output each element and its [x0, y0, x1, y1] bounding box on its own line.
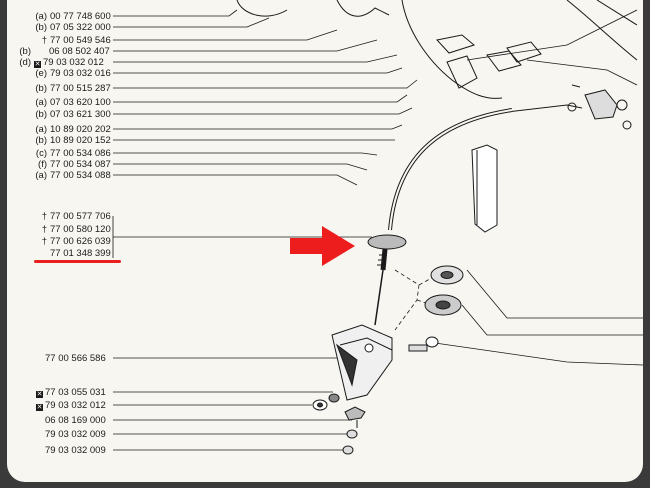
- part-number: 77 00 577 706: [50, 211, 111, 222]
- part-number-row: (e)79 03 032 016: [33, 68, 111, 79]
- part-prefix: (b): [35, 109, 47, 120]
- part-number-row: (b)77 00 515 287: [33, 83, 111, 94]
- x-box-icon: ✕: [34, 61, 41, 68]
- part-number: 77 00 515 287: [50, 83, 111, 94]
- part-number: 77 00 626 039: [50, 236, 111, 247]
- part-number: 07 05 322 000: [50, 22, 111, 33]
- lower-bracket: [331, 324, 439, 401]
- part-number-row: (b)10 89 020 152: [33, 135, 111, 146]
- part-number-row: (d)✕79 03 032 012: [17, 57, 104, 68]
- part-number: 07 03 620 100: [50, 97, 111, 108]
- part-number: 79 03 032 009: [45, 429, 106, 440]
- callout-arrow-icon: [290, 226, 355, 266]
- leader-lines: [112, 9, 643, 451]
- part-number: 79 03 032 016: [50, 68, 111, 79]
- part-number: 77 00 549 546: [50, 35, 111, 46]
- x-box-icon: ✕: [36, 404, 43, 411]
- part-prefix: (f): [38, 159, 47, 170]
- part-prefix: (a): [35, 11, 47, 22]
- part-number: 77 03 055 031: [45, 387, 106, 398]
- part-number-row: 06 08 169 000: [45, 415, 106, 426]
- throttle-linkage: [506, 84, 632, 130]
- part-number-row: (a)77 00 534 088: [33, 170, 111, 181]
- part-prefix: (b): [35, 135, 47, 146]
- exploded-view-drawing: [112, 0, 643, 455]
- part-number: 10 89 020 202: [50, 124, 111, 135]
- part-number-row: (a)00 77 748 600: [33, 11, 111, 22]
- part-prefix: (b): [19, 46, 31, 57]
- part-number: 77 00 534 087: [50, 159, 111, 170]
- part-number-row: (b) 06 08 502 407: [17, 46, 110, 57]
- x-box-icon: ✕: [36, 391, 43, 398]
- part-prefix: †: [41, 224, 47, 235]
- part-number-row: †77 00 577 706: [33, 211, 111, 222]
- part-number: 77 00 580 120: [50, 224, 111, 235]
- part-number-row-highlighted: 77 01 348 399: [33, 248, 111, 259]
- part-number: 07 03 621 300: [50, 109, 111, 120]
- part-number-row: ✕77 03 055 031: [36, 387, 106, 398]
- part-prefix: †: [41, 35, 47, 46]
- part-number-row: (b)07 03 621 300: [33, 109, 111, 120]
- part-prefix: (a): [35, 170, 47, 181]
- rubber-bushes: [424, 265, 464, 316]
- pedal-assembly: [236, 0, 638, 99]
- parts-diagram-page: (a)00 77 748 600 (b)07 05 322 000 †77 00…: [7, 0, 643, 482]
- part-number-row: 77 00 566 586: [45, 353, 106, 364]
- part-prefix: †: [41, 236, 47, 247]
- part-number: 06 08 502 407: [49, 46, 110, 57]
- part-number: 79 03 032 009: [45, 445, 106, 456]
- part-number-row: 79 03 032 009: [45, 445, 106, 456]
- part-number-row: (a)07 03 620 100: [33, 97, 111, 108]
- part-number-row: ✕79 03 032 012: [36, 400, 106, 411]
- part-number: 79 03 032 012: [45, 400, 106, 411]
- part-number-row: (f)77 00 534 087: [33, 159, 111, 170]
- red-underline-highlight: [34, 260, 121, 263]
- part-number-row: †77 00 626 039: [33, 236, 111, 247]
- part-prefix: (b): [35, 83, 47, 94]
- part-number: 77 00 534 086: [50, 148, 111, 159]
- part-prefix: (b): [35, 22, 47, 33]
- part-number-row: (b)07 05 322 000: [33, 22, 111, 33]
- part-prefix: (a): [35, 124, 47, 135]
- part-number-row: 79 03 032 009: [45, 429, 106, 440]
- part-number: 06 08 169 000: [45, 415, 106, 426]
- part-number-row: †77 00 580 120: [33, 224, 111, 235]
- part-number: 77 01 348 399: [50, 248, 111, 259]
- part-prefix: (e): [35, 68, 47, 79]
- part-prefix: (a): [35, 97, 47, 108]
- part-prefix: (d): [19, 57, 31, 68]
- part-prefix: †: [41, 211, 47, 222]
- cable-bracket: [471, 144, 498, 233]
- part-number-row: (c)77 00 534 086: [33, 148, 111, 159]
- throttle-cable: [367, 108, 513, 326]
- part-number: 77 00 534 088: [50, 170, 111, 181]
- part-number: 10 89 020 152: [50, 135, 111, 146]
- part-number-row: (a)10 89 020 202: [33, 124, 111, 135]
- part-number: 77 00 566 586: [45, 353, 106, 364]
- small-hardware: [312, 393, 366, 455]
- part-number: 00 77 748 600: [50, 11, 111, 22]
- part-prefix: (c): [35, 148, 47, 159]
- part-number-row: †77 00 549 546: [33, 35, 111, 46]
- part-number: 79 03 032 012: [43, 57, 104, 68]
